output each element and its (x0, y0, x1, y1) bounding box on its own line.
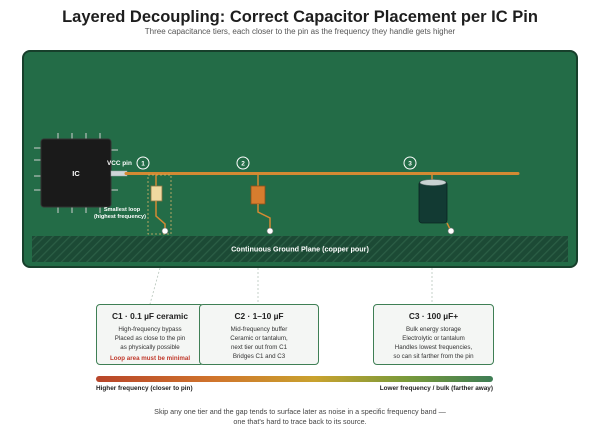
c2-ground-via (266, 227, 274, 235)
card-c2-line: next tier out from C1 (230, 344, 288, 351)
frequency-right-label: Lower frequency / bulk (farther away) (379, 385, 493, 392)
frequency-left-label: Higher frequency (closer to pin) (96, 385, 193, 392)
page-title: Layered Decoupling: Correct Capacitor Pl… (62, 8, 538, 26)
marker-1: 1 (136, 156, 150, 170)
card-c3: C3 · 100 µF+ Bulk energy storage Electro… (373, 304, 494, 365)
card-connectors (149, 267, 433, 305)
frequency-gradient-bar (96, 376, 493, 382)
card-c1-line: High-frequency bypass (118, 326, 182, 333)
card-c1-title: C1 · 0.1 µF ceramic (111, 311, 189, 321)
footer-note: Skip any one tier and the gap tends to s… (0, 407, 600, 427)
card-c3-line: Handles lowest frequencies, (394, 344, 473, 351)
c3-capacitor (418, 175, 455, 235)
card-c1-line: as physically possible (120, 344, 180, 351)
card-c2-line: Mid-frequency buffer (230, 326, 288, 333)
c1-capacitor (147, 174, 172, 235)
page-subtitle: Three capacitance tiers, each closer to … (144, 27, 456, 36)
ic-pins (34, 133, 118, 213)
marker-2-label: 2 (241, 161, 245, 168)
card-c2-line: Bridges C1 and C3 (232, 353, 286, 360)
card-c3-title: C3 · 100 µF+ (408, 311, 459, 321)
marker-3: 3 (403, 156, 417, 170)
card-c1: C1 · 0.1 µF ceramic High-frequency bypas… (96, 304, 204, 365)
ground-plane-label: Continuous Ground Plane (copper pour) (231, 245, 369, 254)
loop-note-line1: Smallest loop (104, 207, 141, 213)
ground-plane (32, 236, 568, 262)
c1-ground-via (161, 227, 169, 235)
loop-note-line2: (highest frequency) (94, 214, 146, 220)
card-c3-line: Bulk energy storage (405, 326, 462, 333)
c3-ground-via (447, 227, 455, 235)
footer-line-2: one that's hard to trace back to its sou… (233, 417, 367, 426)
card-c2-title: C2 · 1–10 µF (234, 311, 284, 321)
card-c1-warning: Loop area must be minimal (109, 355, 191, 362)
footer-line-1: Skip any one tier and the gap tends to s… (154, 407, 446, 416)
c1-loop-area (147, 174, 172, 235)
ic-label: IC (72, 169, 80, 178)
vcc-pin-label: VCC pin (107, 160, 132, 167)
card-c2-line: Ceramic or tantalum, (230, 335, 288, 342)
c2-capacitor (250, 175, 274, 235)
marker-1-label: 1 (141, 161, 145, 168)
card-c3-line: so can sit farther from the pin (393, 353, 474, 360)
marker-2: 2 (236, 156, 250, 170)
card-c1-line: Placed as close to the pin (114, 335, 186, 342)
marker-3-label: 3 (408, 161, 412, 168)
card-c2: C2 · 1–10 µF Mid-frequency buffer Cerami… (199, 304, 319, 365)
card-c3-line: Electrolytic or tantalum (402, 335, 465, 342)
